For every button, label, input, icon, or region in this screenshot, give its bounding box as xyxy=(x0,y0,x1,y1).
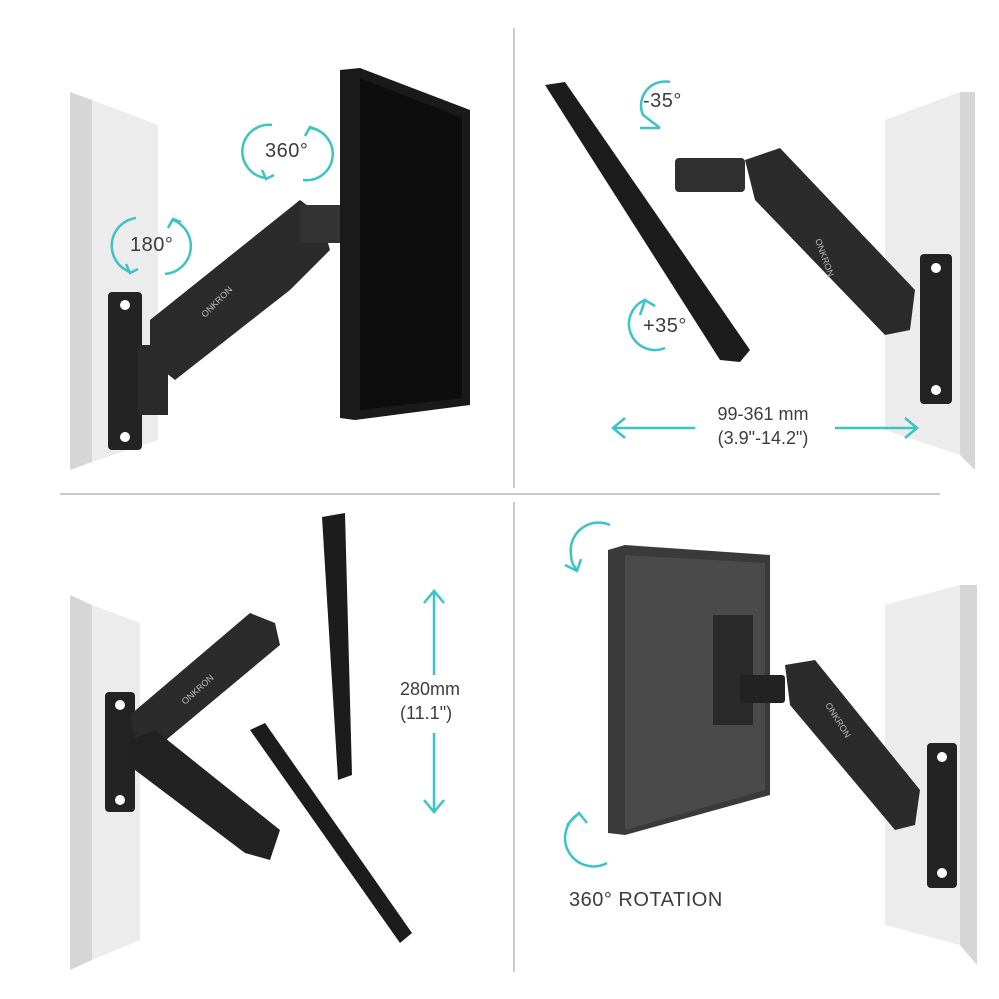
extension-mm: 99-361 mm xyxy=(717,404,809,424)
height-label: 280mm (11.1") xyxy=(400,677,470,725)
tilt-illustration: ONKRON xyxy=(545,80,975,470)
height-inches: (11.1") xyxy=(400,703,453,723)
panel-tilt: ONKRON -35° +35° 99-361 mm (3.9"-14.2") xyxy=(515,0,999,493)
wall-plate xyxy=(108,292,142,450)
swivel-180-label: 180° xyxy=(130,234,174,256)
rotation-illustration: ONKRON xyxy=(563,521,977,965)
swivel-360-label: 360° xyxy=(265,140,309,162)
panel-rotation: ONKRON 360° ROTATION xyxy=(515,495,999,999)
divider-vertical-top xyxy=(513,28,515,488)
height-mm: 280mm xyxy=(400,679,461,699)
panel-swivel: ONKRON 360° 180° xyxy=(0,0,513,493)
tilted-monitor xyxy=(545,82,750,362)
tilt-minus-label: -35° xyxy=(643,90,682,112)
panel-height: ONKRON 280mm (11.1") xyxy=(0,495,513,999)
monitor-raised xyxy=(322,513,352,780)
divider-horizontal xyxy=(60,493,940,495)
height-illustration: ONKRON xyxy=(70,513,445,970)
monitor-lowered xyxy=(250,723,412,943)
arm xyxy=(150,200,330,380)
tilt-plus-label: +35° xyxy=(643,315,687,337)
divider-vertical-bottom xyxy=(513,502,515,972)
extension-label: 99-361 mm (3.9"-14.2") xyxy=(698,402,828,450)
swivel-illustration: ONKRON xyxy=(70,68,470,470)
extension-inches: (3.9"-14.2") xyxy=(717,428,809,448)
rotation-caption: 360° ROTATION xyxy=(569,889,723,911)
